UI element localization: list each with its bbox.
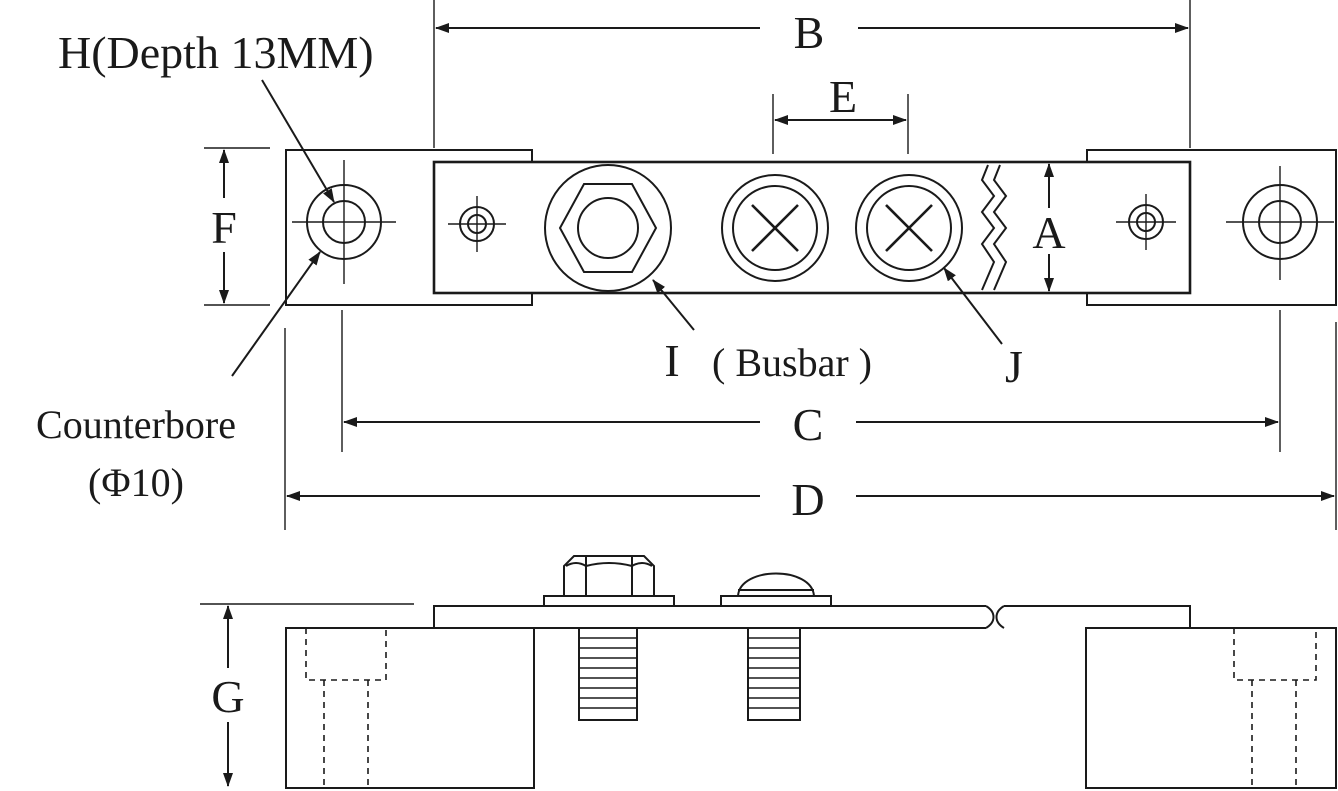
dimension-a: A xyxy=(1032,163,1066,292)
label-busbar: ( Busbar ) xyxy=(712,340,872,385)
hex-nut-side xyxy=(543,555,675,607)
callout-h: H(Depth 13MM) xyxy=(58,27,374,203)
label-g: G xyxy=(211,671,244,722)
callout-i: I ( Busbar ) xyxy=(652,279,872,386)
screw-1 xyxy=(721,174,829,282)
top-view: B E F A H(Depth 13MM) xyxy=(36,0,1337,530)
callout-j: J xyxy=(943,267,1023,392)
screw-2 xyxy=(855,174,963,282)
label-c: C xyxy=(793,399,824,450)
dimension-f: F xyxy=(204,147,270,306)
label-d: D xyxy=(791,474,824,525)
dimension-d: D xyxy=(284,322,1337,530)
busbar-top xyxy=(432,160,1192,295)
label-a: A xyxy=(1032,207,1065,258)
label-j: J xyxy=(1005,341,1023,392)
left-mount-block xyxy=(285,149,533,306)
label-h: H(Depth 13MM) xyxy=(58,27,374,78)
side-view: G xyxy=(200,555,1337,789)
threaded-stud-1 xyxy=(578,627,638,721)
label-e: E xyxy=(829,71,857,122)
hex-bolt xyxy=(544,164,672,292)
dimension-g: G xyxy=(200,603,414,787)
callout-counterbore: Counterbore (Φ10) xyxy=(36,251,321,505)
label-i: I xyxy=(664,335,679,386)
label-f: F xyxy=(211,202,237,253)
threaded-stud-2 xyxy=(747,627,801,721)
dimension-b: B xyxy=(433,0,1191,148)
label-b: B xyxy=(794,7,825,58)
label-counterbore-diameter: (Φ10) xyxy=(88,460,184,505)
right-block-side xyxy=(1085,627,1337,789)
screw-head-side xyxy=(720,572,832,607)
dimension-e: E xyxy=(772,71,909,154)
right-mount-block xyxy=(1086,149,1337,306)
dimension-c: C xyxy=(341,310,1281,452)
left-block-side xyxy=(285,627,535,789)
label-counterbore: Counterbore xyxy=(36,402,236,447)
